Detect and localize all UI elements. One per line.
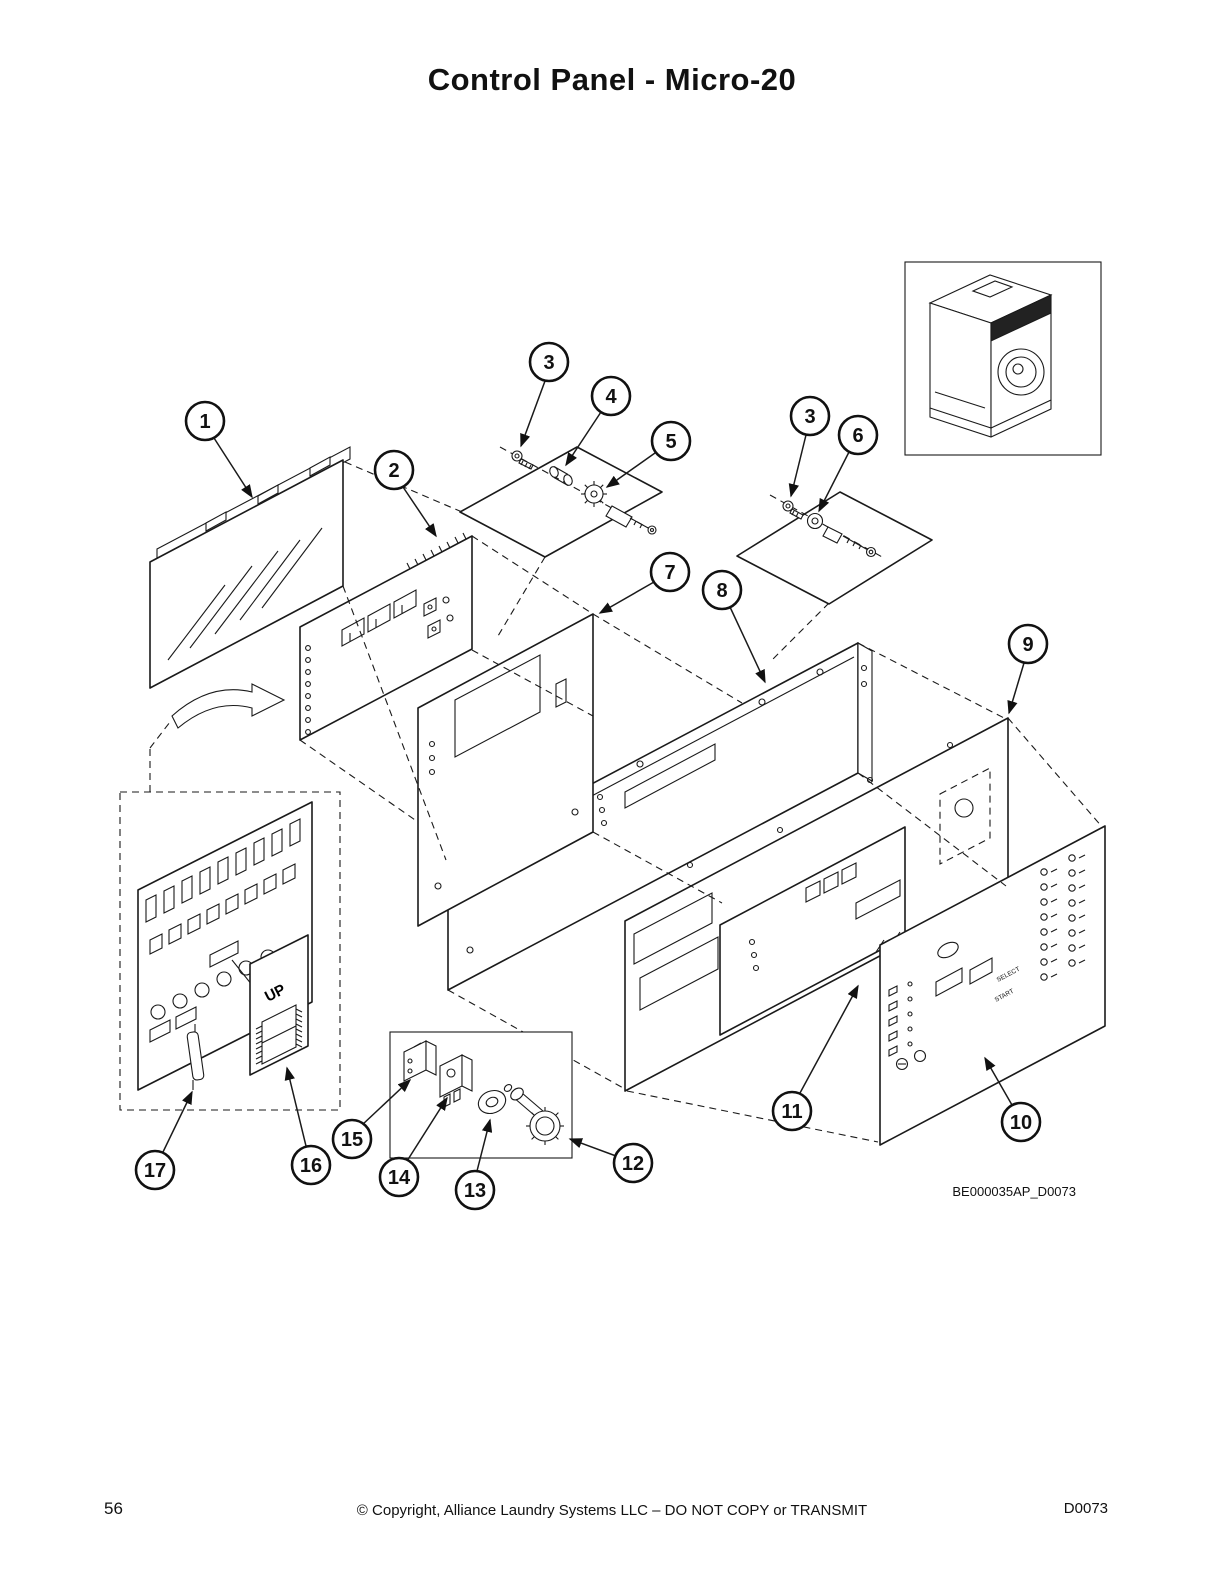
callout-2: 2 [373,449,415,491]
gear-5 [581,481,607,507]
rocker-switch-15 [403,1040,437,1082]
callout-15: 15 [331,1118,373,1160]
svg-text:1: 1 [199,411,210,433]
eprom-socket [209,940,239,968]
callout-3b: 3 [789,395,831,437]
callout-1: 1 [184,400,226,442]
svg-text:17: 17 [144,1160,166,1182]
callout-10: 10 [1000,1101,1042,1143]
callout-11: 11 [771,1090,813,1132]
footer-doc-code: D0073 [1063,1500,1108,1517]
svg-text:3: 3 [804,406,815,428]
washer-door-icon [997,348,1045,396]
hardware-group-screw-washer [736,491,933,605]
knob-12 [503,1084,564,1145]
brand-logo-oval [937,941,959,959]
part-1-window-glass [149,446,351,689]
callout-5: 5 [650,420,692,462]
svg-text:5: 5 [665,431,676,453]
callout-8: 8 [701,569,743,611]
callout-14: 14 [378,1156,420,1198]
svg-text:8: 8 [716,580,727,602]
washer-6 [806,512,824,530]
reference-washer-thumbnail [904,261,1102,456]
screw-3a [511,450,534,470]
callout-4: 4 [590,375,632,417]
svg-text:9: 9 [1022,634,1033,656]
footer-page-number: 56 [104,1499,123,1518]
svg-text:7: 7 [664,562,675,584]
construction-lines [299,461,1104,1143]
svg-text:2: 2 [388,460,399,482]
washer-13 [477,1089,507,1115]
part-2-display-board [299,532,473,741]
eprom-chip-card-16: UP [249,934,309,1076]
screw-3b [782,500,804,520]
svg-text:12: 12 [622,1153,644,1175]
location-arrow [171,683,286,729]
clip-and-screw [822,526,877,558]
svg-text:15: 15 [341,1129,363,1151]
footer-copyright: © Copyright, Alliance Laundry Systems LL… [356,1502,868,1519]
svg-text:6: 6 [852,425,863,447]
svg-text:11: 11 [781,1101,802,1123]
svg-text:13: 13 [464,1180,486,1202]
callout-3: 3 [528,341,570,383]
svg-text:3: 3 [543,352,554,374]
washer-control-band [990,294,1052,342]
diagram-reference-code: BE000035AP_D0073 [952,1184,1076,1199]
svg-text:14: 14 [388,1167,411,1189]
callout-12: 12 [612,1142,654,1184]
callout-16: 16 [290,1144,332,1186]
bracket-and-screw [605,505,657,535]
hardware-group-screw-spacer-gear [459,446,663,558]
parts-box-12-15 [389,1031,573,1159]
spacer-4 [549,466,573,486]
fuse-17 [186,1024,205,1090]
seven-segment-display [393,589,417,619]
seven-segment-display [367,603,391,633]
inset-control-board-detail: UP [119,683,341,1111]
svg-text:10: 10 [1010,1112,1032,1134]
callout-7: 7 [649,551,691,593]
callout-6: 6 [837,414,879,456]
svg-text:4: 4 [605,386,617,408]
callout-17: 17 [134,1149,176,1191]
svg-text:16: 16 [300,1155,322,1177]
page-title: Control Panel - Micro-20 [427,62,797,97]
callout-9: 9 [1007,623,1049,665]
callouts: 1 2 3 4 5 3 6 7 8 9 10 11 12 13 14 15 16… [134,341,1049,1211]
leader-lines [162,380,1025,1172]
part-10-control-overlay: SELECT START [879,825,1106,1146]
callout-13: 13 [454,1169,496,1211]
